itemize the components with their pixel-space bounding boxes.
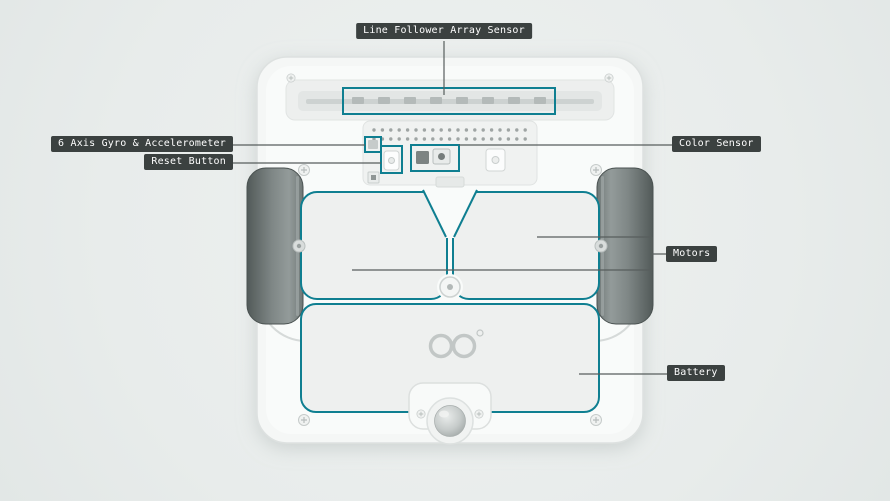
gyro-chip	[368, 140, 378, 149]
arduino-logo	[428, 329, 484, 359]
board-connector	[435, 176, 465, 188]
label-reset-button: Reset Button	[144, 154, 233, 170]
label-gyro: 6 Axis Gyro & Accelerometer	[51, 136, 233, 152]
line-follower-sensor	[285, 79, 615, 121]
left-axle-hub	[292, 239, 306, 253]
label-motors: Motors	[666, 246, 718, 262]
sensor-segments	[352, 97, 546, 104]
right-motor	[452, 191, 600, 300]
corner-screw	[589, 163, 603, 177]
carrier-board	[362, 120, 538, 188]
left-motor	[300, 191, 448, 300]
label-line-follower: Line Follower Array Sensor	[356, 23, 532, 39]
corner-screw	[589, 413, 603, 427]
center-notch	[422, 189, 478, 238]
battery-cover	[300, 303, 600, 413]
label-battery: Battery	[667, 365, 725, 381]
center-screw-hole	[437, 274, 463, 300]
right-axle-hub	[594, 239, 608, 253]
caster-screw-left	[416, 409, 426, 419]
pin-header-holes	[372, 128, 527, 141]
imu-chip-small	[367, 171, 380, 184]
color-sensor-highlight	[410, 144, 460, 172]
reset-button-highlight	[380, 145, 403, 174]
caster-wheel	[408, 382, 492, 445]
leader-motors	[352, 236, 666, 271]
color-sensor-component	[416, 148, 451, 165]
top-screw	[604, 73, 614, 83]
line-follower-highlight	[342, 87, 556, 115]
leader-lines	[233, 41, 672, 375]
top-screw	[286, 73, 296, 83]
corner-screw	[297, 163, 311, 177]
secondary-button-component	[485, 148, 506, 172]
left-wheel	[246, 167, 304, 325]
label-color-sensor: Color Sensor	[672, 136, 761, 152]
caster-screw-right	[474, 409, 484, 419]
reset-button-component	[383, 150, 400, 171]
corner-screw	[297, 413, 311, 427]
